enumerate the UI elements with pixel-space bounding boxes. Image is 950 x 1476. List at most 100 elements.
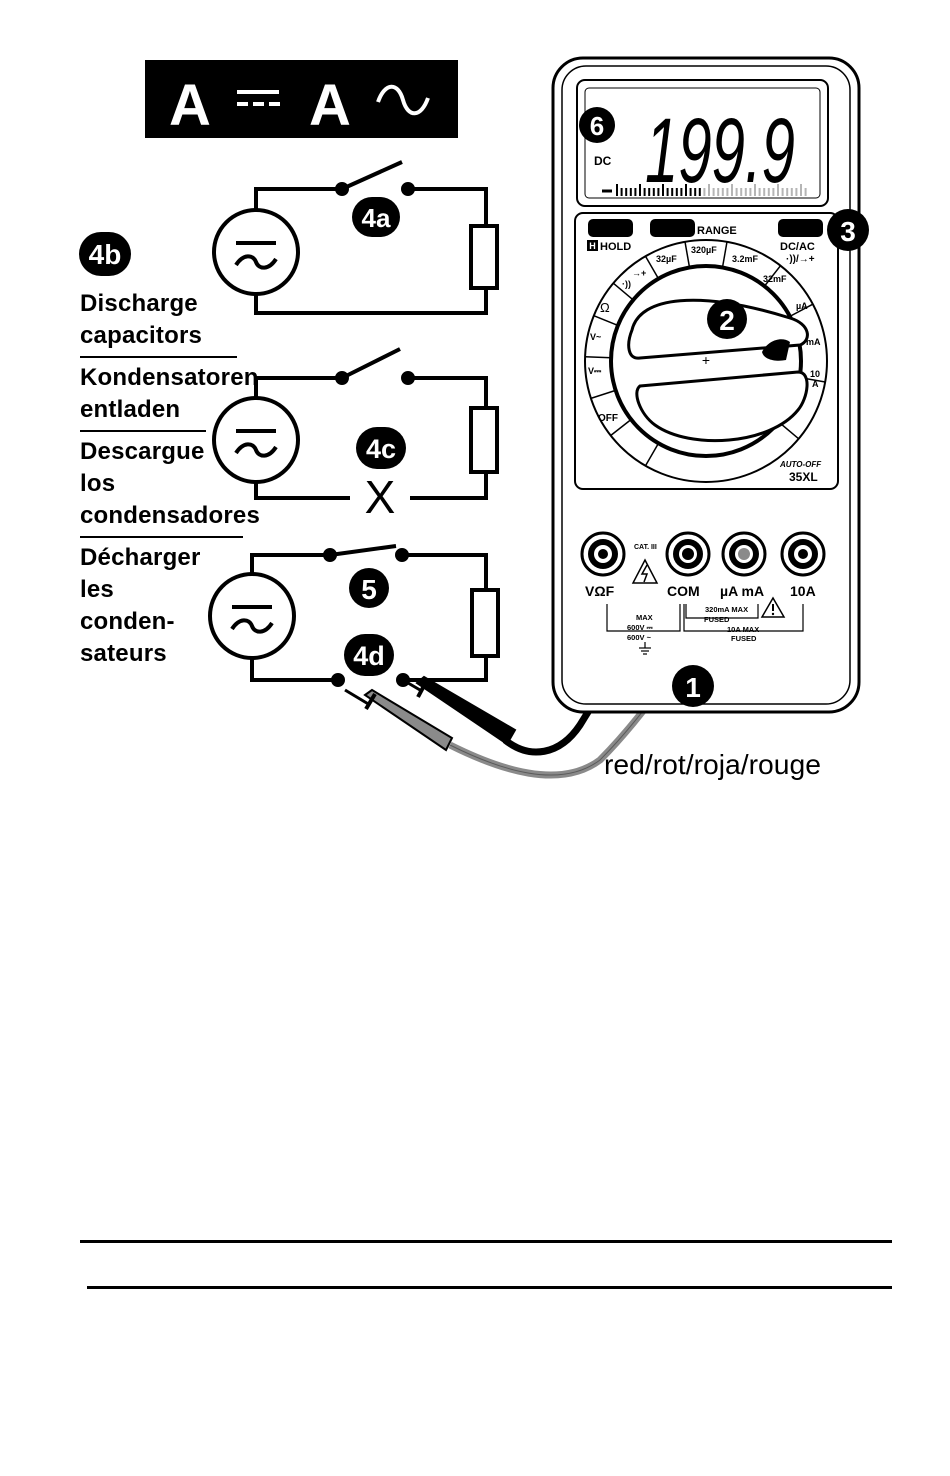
jack-uama-label: µA mA [720, 583, 764, 599]
caption-divider [80, 356, 237, 358]
fuse1-fused: FUSED [704, 615, 730, 624]
dial-divider [590, 389, 616, 400]
dial-10a-num: 10 [810, 369, 820, 379]
callout-3: 3 [827, 209, 869, 251]
jack-com[interactable] [665, 531, 711, 577]
caption-de-line2: entladen [80, 396, 181, 423]
caption-fr-line1: Décharger [80, 544, 201, 571]
header-box: A A [145, 60, 458, 138]
bargraph-segment [790, 188, 793, 196]
bargraph-segment [666, 188, 669, 196]
dial-ma: mA [806, 337, 821, 347]
dial-center-plus: + [702, 352, 710, 368]
caption-es-line3: condensadores [80, 502, 260, 529]
bargraph-segment [625, 188, 628, 196]
caption-fr-line3: conden- [80, 608, 175, 635]
bargraph-segment [726, 188, 729, 196]
ac-symbol-icon [376, 84, 430, 116]
dial-3-2mf: 3.2mF [732, 254, 759, 264]
bargraph-segment [772, 188, 775, 196]
dial-continuity: ·)) [622, 279, 631, 289]
bargraph-segment [758, 188, 761, 196]
dial-divider [593, 315, 619, 327]
callout-4d: 4d [344, 634, 394, 676]
bargraph-segment [735, 188, 738, 196]
range-label: RANGE [697, 225, 737, 237]
callout-5: 5 [349, 568, 389, 608]
bargraph-segment [680, 188, 683, 196]
lcd-display: DC 199.9 [576, 79, 829, 207]
dial-off: OFF [598, 413, 618, 424]
dial-divider [721, 241, 728, 268]
rating-dc-voltage: 600V ⎓ [627, 623, 654, 632]
dial-32mf: 32mF [763, 274, 787, 284]
bargraph-segment [777, 184, 779, 196]
dial-knob-lower [635, 370, 809, 443]
fuse2-rating: 10A MAX [727, 625, 759, 634]
multimeter: DC 199.9 H HOLD RANGE DC/AC ·))/→+ [551, 56, 861, 714]
bargraph-segment [749, 188, 752, 196]
svg-text:4d: 4d [353, 641, 385, 671]
callout-6: 6 [579, 107, 615, 143]
auto-off-label: AUTO-OFF [779, 460, 822, 469]
dcac-button[interactable] [778, 219, 823, 237]
bargraph-segment [721, 188, 724, 196]
dial-divider [585, 356, 612, 359]
bargraph-segment [685, 184, 687, 196]
caption-es-line2: los [80, 470, 116, 497]
bargraph-segment [754, 184, 756, 196]
svg-text:2: 2 [719, 305, 735, 336]
lcd-mode-dc: DC [594, 154, 612, 168]
bargraph-segment [767, 188, 770, 196]
range-button[interactable] [650, 219, 695, 237]
callout-4b: 4b [79, 232, 131, 276]
bargraph-segment [694, 188, 697, 196]
bargraph-segment [804, 188, 807, 196]
dial-divider [644, 255, 660, 280]
jack-10a-label: 10A [790, 583, 816, 599]
svg-text:1: 1 [685, 672, 701, 703]
dial-10a-unit: A [812, 379, 819, 389]
bargraph-segment [675, 188, 678, 196]
dial-divider [763, 265, 782, 287]
bargraph-segment [616, 184, 618, 196]
ground-icon [639, 642, 651, 655]
dcac-sub-label: ·))/→+ [786, 254, 815, 265]
grey-probe [344, 688, 454, 752]
bargraph-segment [740, 188, 743, 196]
caption-fr-line2: les [80, 576, 114, 603]
dial-v-ac: V~ [590, 332, 601, 342]
jack-vohmf[interactable] [580, 531, 626, 577]
hold-button[interactable] [588, 219, 633, 237]
bargraph-segment [634, 188, 637, 196]
dial-divider [644, 442, 660, 467]
jack-uama[interactable] [721, 531, 767, 577]
caption-en-line2: capacitors [80, 322, 203, 349]
caption-divider [80, 536, 243, 538]
rotary-dial[interactable]: + 32µF 320µF 3.2mF 32mF µA mA 10 A →+ ·)… [584, 239, 828, 484]
lead-color-caption: red/rot/roja/rouge [604, 749, 821, 780]
svg-text:4c: 4c [366, 434, 396, 464]
callout-4a: 4a [352, 197, 400, 237]
bargraph-segment [781, 188, 784, 196]
callout-2: 2 [707, 299, 747, 339]
dial-v-dc: V⎓ [588, 366, 602, 376]
dial-divider [612, 282, 634, 301]
bargraph-segment [717, 188, 720, 196]
bargraph-segment [689, 188, 692, 196]
caption-en-line1: Discharge [80, 290, 198, 317]
bargraph-segment [731, 184, 733, 196]
jack-com-label: COM [667, 583, 700, 599]
rating-max: MAX [636, 613, 653, 622]
jack-vohmf-label: VΩF [585, 583, 615, 599]
jack-10a[interactable] [780, 531, 826, 577]
circuit-4a [212, 160, 499, 315]
lcd-bargraph [616, 184, 807, 196]
dial-32uf: 32µF [656, 254, 677, 264]
bargraph-segment [620, 188, 623, 196]
bargraph-segment [639, 184, 641, 196]
bargraph-segment [629, 188, 632, 196]
hold-box-letter: H [589, 241, 596, 251]
dial-divider [610, 418, 632, 437]
